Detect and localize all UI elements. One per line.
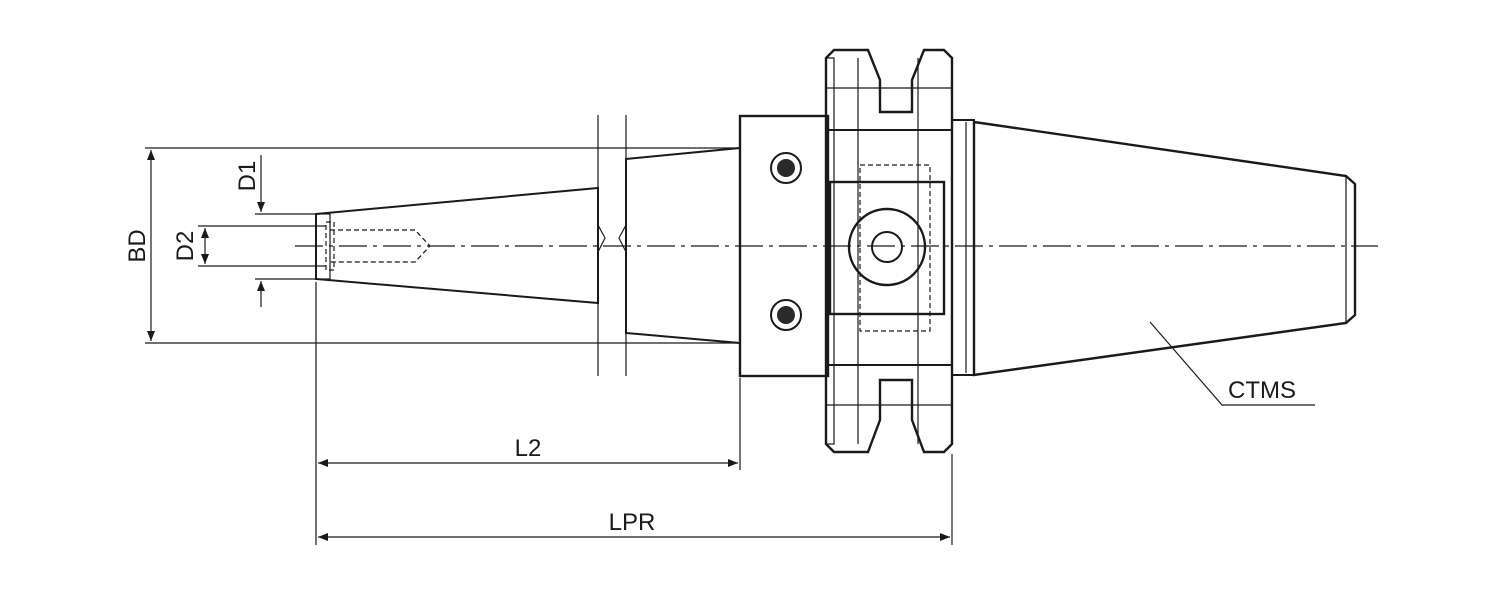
ctms-label: CTMS	[1228, 377, 1296, 404]
bd-label: BD	[124, 229, 151, 262]
d1-label: D1	[234, 161, 261, 192]
ctms-leader	[1149, 321, 1315, 406]
d2-label: D2	[172, 231, 199, 262]
l2-label: L2	[515, 435, 542, 462]
flange	[824, 48, 954, 454]
lpr-label: LPR	[609, 509, 656, 536]
collar	[951, 119, 975, 376]
dimension-lines	[147, 150, 1315, 541]
shank-taper	[972, 120, 1357, 377]
extension-lines	[145, 147, 953, 545]
